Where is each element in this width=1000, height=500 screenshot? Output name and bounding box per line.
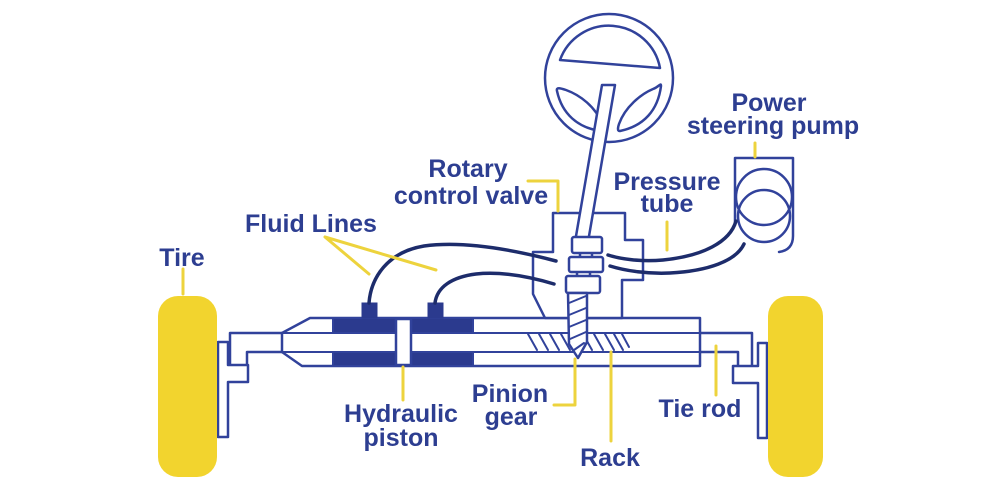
steering-wheel-top-spoke	[558, 24, 662, 70]
fluid-port-left	[361, 302, 378, 319]
power-steering-pump-label-line2: steering pump	[687, 112, 859, 140]
hydraulic-piston-label-line1: Hydraulic	[344, 400, 458, 428]
pump-pulley-outer	[734, 167, 794, 227]
right-tie-rod	[698, 331, 754, 368]
pump-pulley-inner	[736, 188, 792, 244]
pressure-tube-lower	[608, 242, 746, 275]
left-steering-knuckle	[216, 340, 250, 439]
pinion-gear-label-line2: gear	[485, 403, 538, 431]
rotary-valve-leader	[526, 179, 560, 213]
fluid-port-right	[427, 302, 444, 319]
tire-label: Tire	[159, 244, 204, 272]
rotary-control-valve-label-line1: Rotary	[428, 155, 507, 183]
valve-spool-ring-1	[570, 235, 604, 255]
tie-rod-label: Tie rod	[659, 395, 742, 423]
power-steering-pump-label-line1: Power	[731, 89, 806, 117]
pinion-gear-label-line1: Pinion	[472, 380, 548, 408]
steering-wheel-right-spoke	[616, 83, 663, 133]
pump-housing	[733, 156, 795, 254]
hydraulic-piston	[394, 317, 413, 367]
pinion-gear-leader	[552, 357, 577, 407]
rack-label: Rack	[580, 444, 640, 472]
right-steering-knuckle	[731, 341, 769, 440]
fluid-lines-label: Fluid Lines	[245, 210, 377, 238]
left-tire	[158, 296, 217, 477]
hydraulic-piston-label-line2: piston	[364, 424, 439, 452]
rotary-control-valve-label-line2: control valve	[394, 182, 548, 210]
fluid-line-right	[433, 271, 556, 305]
pressure-tube-label-line2: tube	[641, 190, 694, 218]
steering-wheel-rim	[543, 12, 675, 144]
left-tie-rod	[228, 331, 284, 367]
pressure-tube-label-line1: Pressure	[613, 168, 720, 196]
valve-spool-ring-3	[564, 274, 602, 295]
fluid-lines-leader	[323, 235, 438, 276]
pressure-tube-upper	[606, 219, 738, 263]
valve-spool-ring-2	[567, 255, 605, 274]
fluid-line-left	[367, 242, 558, 305]
pinion-gear-flutes	[568, 295, 587, 351]
right-tire	[768, 296, 823, 477]
